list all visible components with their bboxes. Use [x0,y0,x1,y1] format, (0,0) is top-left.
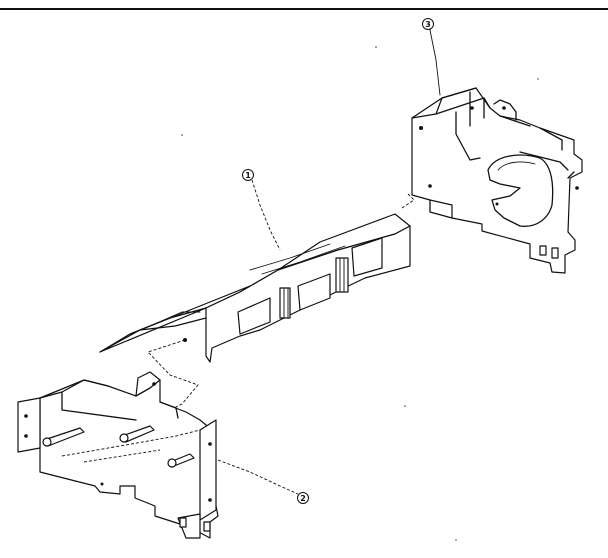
part-1-center-channel [99,179,411,411]
callout-part-1: 1 [242,169,254,181]
scan-specks [181,46,539,541]
callout-part-2: 2 [297,492,309,504]
part-2-left-bracket [17,371,299,539]
callout-part-3: 3 [422,18,441,96]
callout-1-label: 1 [245,171,251,180]
callout-2-label: 2 [300,494,306,503]
part-3-right-bracket [401,87,583,274]
callout-3-label: 3 [425,20,431,29]
